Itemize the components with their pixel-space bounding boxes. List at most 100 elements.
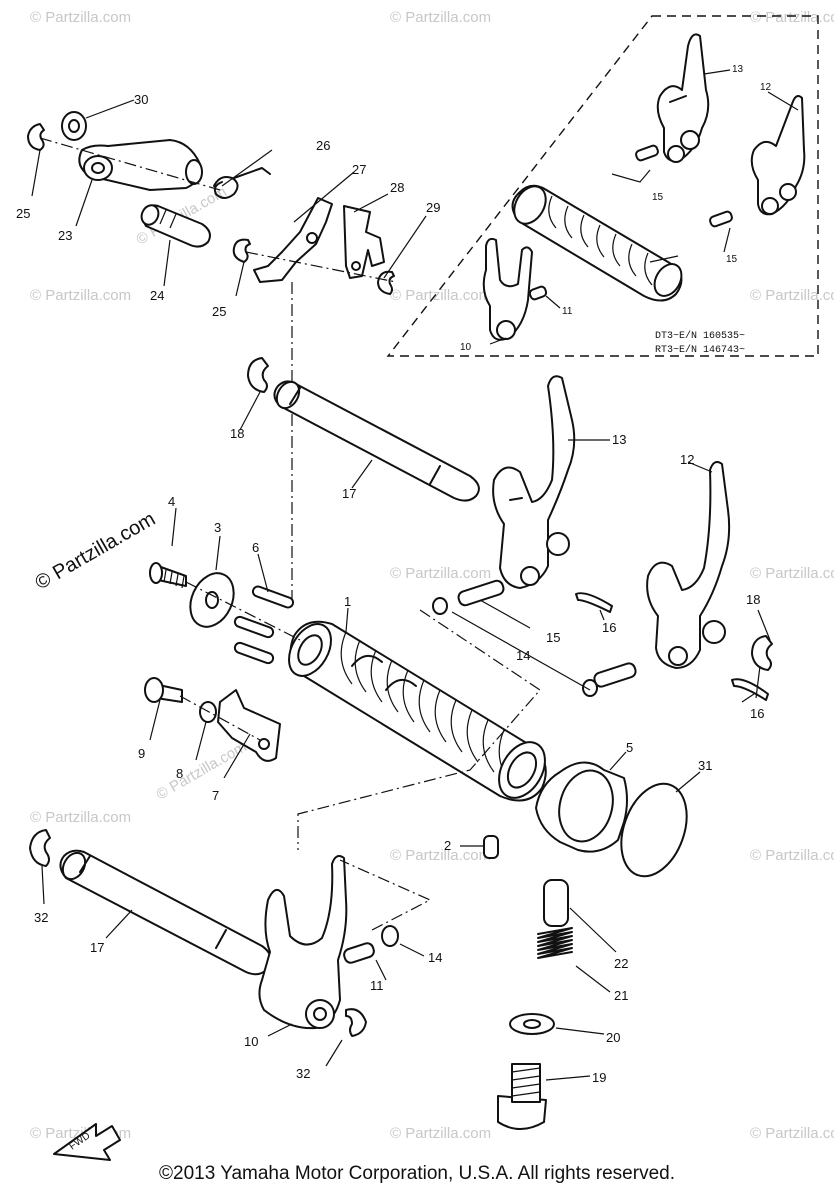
callout-18: 18 — [746, 592, 760, 607]
pin — [233, 641, 275, 665]
detent-spring — [537, 927, 573, 959]
stopper-plate — [217, 689, 281, 762]
roller — [432, 597, 448, 615]
copyright-notice: ©2013 Yamaha Motor Corporation, U.S.A. A… — [159, 1163, 675, 1184]
roller — [381, 925, 399, 947]
detent-assembly — [497, 879, 617, 1130]
circlip — [345, 1008, 367, 1037]
callout-30: 30 — [134, 92, 148, 107]
ratchet-plate — [343, 205, 385, 279]
shift-fork-10 — [258, 855, 432, 1067]
watermark: © Partzilla.com — [750, 565, 834, 582]
callout-2: 2 — [444, 838, 451, 853]
watermark: © Partzilla.com — [750, 9, 834, 26]
guide-pin — [343, 942, 375, 964]
pin — [233, 615, 275, 639]
pin — [251, 585, 295, 609]
roller — [582, 679, 598, 697]
callout-15: 15 — [546, 630, 560, 645]
callout-21: 21 — [614, 988, 628, 1003]
callout-25: 25 — [16, 206, 30, 221]
callout-12: 12 — [680, 452, 694, 467]
detent-bolt — [497, 1095, 547, 1130]
circlip — [377, 270, 395, 295]
callout-20: 20 — [606, 1030, 620, 1045]
callout-25: 25 — [212, 304, 226, 319]
circlip — [247, 357, 269, 393]
cotter-pin — [731, 678, 769, 701]
callout-13-inset: 13 — [732, 64, 744, 75]
brand-watermark: © Partzilla.com — [32, 508, 160, 594]
callout-23: 23 — [58, 228, 72, 243]
callout-18: 18 — [230, 426, 244, 441]
detent-plunger — [543, 879, 569, 927]
inset-note-rt3: RT3~E/N 146743~ — [655, 344, 745, 356]
callout-1: 1 — [344, 594, 351, 609]
callout-11: 11 — [370, 978, 384, 993]
inset-shift-drum — [511, 184, 683, 302]
shift-fork-12 — [646, 461, 731, 669]
callout-29: 29 — [426, 200, 440, 215]
circlip — [29, 829, 51, 867]
shift-fork-13 — [492, 375, 576, 589]
inset-shift-fork-13 — [656, 33, 710, 163]
circlip — [27, 123, 45, 151]
watermark: © Partzilla.com — [390, 9, 491, 26]
circlip — [751, 635, 773, 671]
callout-17: 17 — [90, 940, 104, 955]
shift-fork-shaft-upper — [239, 357, 480, 502]
washer — [61, 111, 87, 141]
callout-16: 16 — [602, 620, 616, 635]
watermark: © Partzilla.com — [30, 809, 131, 826]
callout-14: 14 — [428, 950, 442, 965]
inset-note-dt3: DT3~E/N 160535~ — [655, 330, 745, 342]
callout-5: 5 — [626, 740, 633, 755]
callout-32: 32 — [34, 910, 48, 925]
callout-14: 14 — [516, 648, 530, 663]
dowel-pin — [483, 835, 499, 859]
callout-16: 16 — [750, 706, 764, 721]
bearing-retainer — [535, 761, 628, 853]
inset-guide-pins — [528, 144, 733, 301]
watermark: © Partzilla.com — [30, 9, 131, 26]
inset-shift-fork-10 — [482, 237, 533, 341]
callout-26: 26 — [316, 138, 330, 153]
callout-7: 7 — [212, 788, 219, 803]
callout-32: 32 — [296, 1066, 310, 1081]
drum-cover-parts — [460, 751, 701, 878]
callout-19: 19 — [592, 1070, 606, 1085]
washer — [509, 1013, 555, 1035]
callout-13: 13 — [612, 432, 626, 447]
callout-11-inset: 11 — [562, 306, 573, 317]
shift-arm-plate — [253, 197, 333, 283]
guide-pin — [457, 579, 505, 607]
watermark: © Partzilla.com — [390, 565, 491, 582]
cover-cap — [620, 782, 688, 878]
watermark: © Partzilla.com — [750, 1125, 834, 1142]
callout-15-inset: 15 — [726, 254, 738, 265]
callout-31: 31 — [698, 758, 712, 773]
callout-10: 10 — [244, 1034, 258, 1049]
shift-drum — [288, 607, 547, 802]
callout-6: 6 — [252, 540, 259, 555]
callout-17: 17 — [342, 486, 356, 501]
callout-12-inset: 12 — [760, 82, 772, 93]
shift-lever-assembly — [27, 99, 427, 600]
watermark: © Partzilla.com — [154, 738, 250, 803]
inset-shift-fork-12 — [750, 95, 806, 216]
callout-15-inset: 15 — [652, 192, 664, 203]
fork-pins-and-rollers — [297, 439, 773, 850]
watermark: © Partzilla.com — [390, 1125, 491, 1142]
callout-9: 9 — [138, 746, 145, 761]
callout-8: 8 — [176, 766, 183, 781]
callout-10-inset: 10 — [460, 342, 472, 353]
cotter-pin — [575, 592, 613, 613]
callout-numbers: 30 26 27 28 29 25 23 24 25 18 17 13 12 4… — [16, 92, 764, 1085]
watermark: © Partzilla.com — [390, 847, 491, 864]
callout-24: 24 — [150, 288, 164, 303]
callout-27: 27 — [352, 162, 366, 177]
inset-variant-box: 13 12 15 15 11 10 DT3~E/N 160535~ RT3~E/… — [386, 15, 819, 357]
callout-28: 28 — [390, 180, 404, 195]
segment-plate — [189, 572, 235, 628]
